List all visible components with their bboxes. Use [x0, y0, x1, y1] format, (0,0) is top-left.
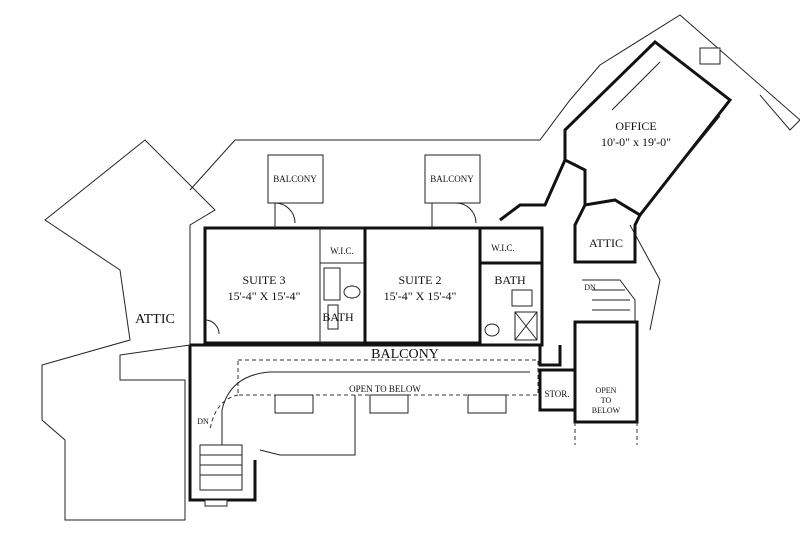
- label-office-name: OFFICE: [615, 119, 656, 133]
- attic-right-edge: [629, 224, 661, 331]
- lower-roof-edge: [259, 395, 356, 456]
- office-window-2: [675, 115, 721, 171]
- right-stair-area: [538, 279, 639, 445]
- label-balcony-main: BALCONY: [371, 347, 439, 362]
- label-attic-right: ATTIC: [589, 236, 623, 250]
- suite3-balcony: [267, 154, 324, 204]
- label-wic-suite3: W.I.C.: [330, 246, 353, 256]
- suite3-door: [204, 319, 220, 335]
- label-suite2-name: SUITE 2: [399, 273, 442, 287]
- balcony-rail-curve: [221, 371, 271, 460]
- label-suite3-name: SUITE 3: [243, 273, 286, 287]
- suite3-balcony-door: [274, 202, 296, 228]
- column-3: [467, 394, 507, 414]
- suite2-toilet: [484, 323, 500, 337]
- label-open-to-below-main: OPEN TO BELOW: [349, 384, 421, 394]
- column-1: [274, 394, 314, 414]
- label-suite3-dims: 15'-4" X 15'-4": [228, 289, 301, 303]
- right-stair-outline: [582, 279, 636, 322]
- column-2: [369, 394, 409, 414]
- label-balcony-suite2: BALCONY: [430, 174, 474, 184]
- attic-right-walls: [573, 204, 642, 264]
- balcony-curve-dash: [209, 394, 239, 431]
- label-bath-suite2: BATH: [494, 273, 526, 287]
- attic-left-outline: [41, 139, 216, 521]
- suite2-balcony-door: [431, 202, 477, 228]
- label-dn-left: DN: [197, 417, 209, 426]
- label-bath-suite3: BATH: [322, 310, 354, 324]
- label-open-line2: TO: [601, 396, 612, 405]
- label-open-line3: BELOW: [592, 406, 621, 415]
- suite2-shower-x2: [514, 311, 538, 341]
- label-open-line1: OPEN: [596, 386, 617, 395]
- office-fireplace: [699, 47, 721, 65]
- suite2-balcony: [424, 154, 481, 204]
- label-balcony-suite3: BALCONY: [273, 174, 317, 184]
- suite3-toilet: [343, 285, 361, 299]
- label-wic-suite2: W.I.C.: [491, 243, 514, 253]
- suite2-sink: [511, 289, 533, 307]
- label-attic-left: ATTIC: [135, 312, 175, 327]
- balcony-top-wall: [190, 343, 562, 367]
- open-below-right-walls: [573, 320, 639, 424]
- label-office-dims: 10'-0" x 19'-0": [601, 135, 671, 149]
- office-window: [611, 61, 661, 111]
- stair-landing-step: [204, 499, 228, 507]
- suite3-vanity: [327, 304, 339, 330]
- suite3-tub: [323, 267, 341, 301]
- label-dn-right: DN: [584, 283, 596, 292]
- office-walls: [563, 40, 733, 217]
- roof-outline: [41, 14, 800, 521]
- office-hall-wall: [499, 159, 567, 222]
- office-wing: [499, 40, 733, 264]
- stair-left: [199, 444, 243, 491]
- roof-top-outline: [189, 14, 800, 191]
- balcony-gallery: [188, 343, 562, 507]
- label-stor: STOR.: [544, 389, 569, 399]
- suite-2: [363, 154, 544, 347]
- label-suite2-dims: 15'-4" X 15'-4": [384, 289, 457, 303]
